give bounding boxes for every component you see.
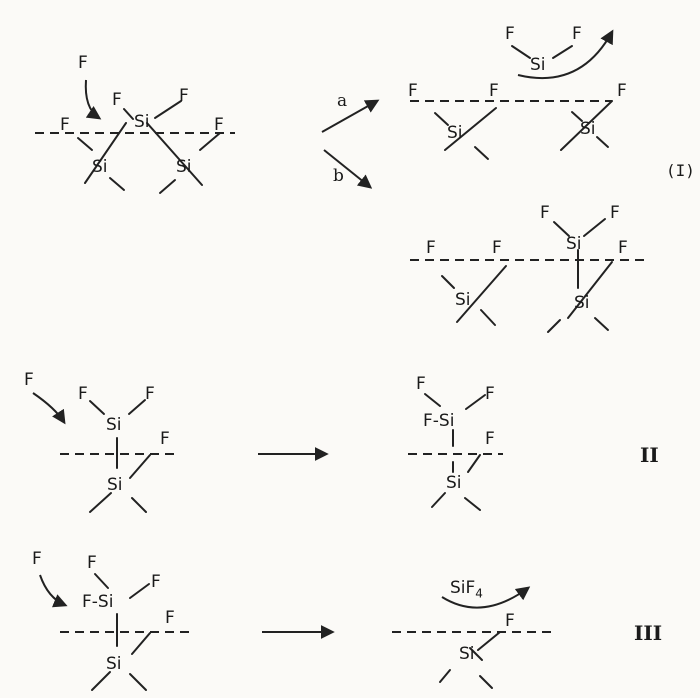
atom-label-si: Si <box>459 644 475 664</box>
arrow-path-b <box>323 149 373 189</box>
scheme-2-reactant <box>32 392 180 513</box>
scheme-3-product <box>392 586 552 689</box>
atom-label-si: Si <box>106 654 122 674</box>
equation-label-3: III <box>634 621 663 645</box>
atom-label-si: Si <box>107 475 123 495</box>
atom-label-f-si: F-Si <box>82 592 114 612</box>
arrow-path-a <box>321 99 380 133</box>
product-sif4: SiF4 <box>450 578 483 601</box>
atom-label-f: F <box>485 384 495 404</box>
atom-label-f: F <box>214 115 224 135</box>
atom-label-f: F <box>540 203 550 223</box>
scheme-1-product-b <box>410 218 645 333</box>
atom-label-f: F <box>151 572 161 592</box>
atom-label-f-si: F-Si <box>423 411 455 431</box>
atom-label-f: F <box>610 203 620 223</box>
atom-label-f: F <box>32 549 42 569</box>
atom-label-si: Si <box>574 293 590 313</box>
scheme-1-reactant <box>35 79 235 194</box>
scheme-3-reactant <box>39 573 195 691</box>
atom-label-f: F <box>505 24 515 44</box>
atom-label-f: F <box>489 81 499 101</box>
atom-label-f: F <box>112 90 122 110</box>
atom-label-f: F <box>408 81 418 101</box>
atom-label-si: Si <box>176 157 192 177</box>
atom-label-si: Si <box>580 119 596 139</box>
equation-label-1: (I) <box>666 161 695 180</box>
atom-label-f: F <box>160 429 170 449</box>
atom-label-f: F <box>24 370 34 390</box>
path-label-b: b <box>333 166 344 186</box>
atom-label-f: F <box>78 384 88 404</box>
atom-label-f: F <box>617 81 627 101</box>
equation-label-2: II <box>640 443 659 467</box>
atom-label-si: Si <box>92 157 108 177</box>
atom-label-f: F <box>416 374 426 394</box>
atom-label-si: Si <box>455 290 471 310</box>
atom-label-si: Si <box>447 123 463 143</box>
atom-label-f: F <box>572 24 582 44</box>
atom-label-f: F <box>165 608 175 628</box>
atom-label-si: Si <box>446 473 462 493</box>
atom-label-si: Si <box>566 234 582 254</box>
atom-label-f: F <box>179 86 189 106</box>
atom-label-si: Si <box>106 415 122 435</box>
atom-label-f: F <box>492 238 502 258</box>
atom-label-f: F <box>505 611 515 631</box>
atom-label-f: F <box>618 238 628 258</box>
atom-label-f: F <box>87 553 97 573</box>
scheme-2-product <box>408 393 503 511</box>
atom-label-f: F <box>145 384 155 404</box>
atom-label-f: F <box>78 53 88 73</box>
atom-label-f: F <box>426 238 436 258</box>
atom-label-f: F <box>60 115 70 135</box>
atom-label-si: Si <box>530 55 546 75</box>
path-label-a: a <box>337 91 348 111</box>
scheme-1-product-a <box>410 29 614 160</box>
atom-label-si: Si <box>134 112 150 132</box>
atom-label-f: F <box>485 429 495 449</box>
